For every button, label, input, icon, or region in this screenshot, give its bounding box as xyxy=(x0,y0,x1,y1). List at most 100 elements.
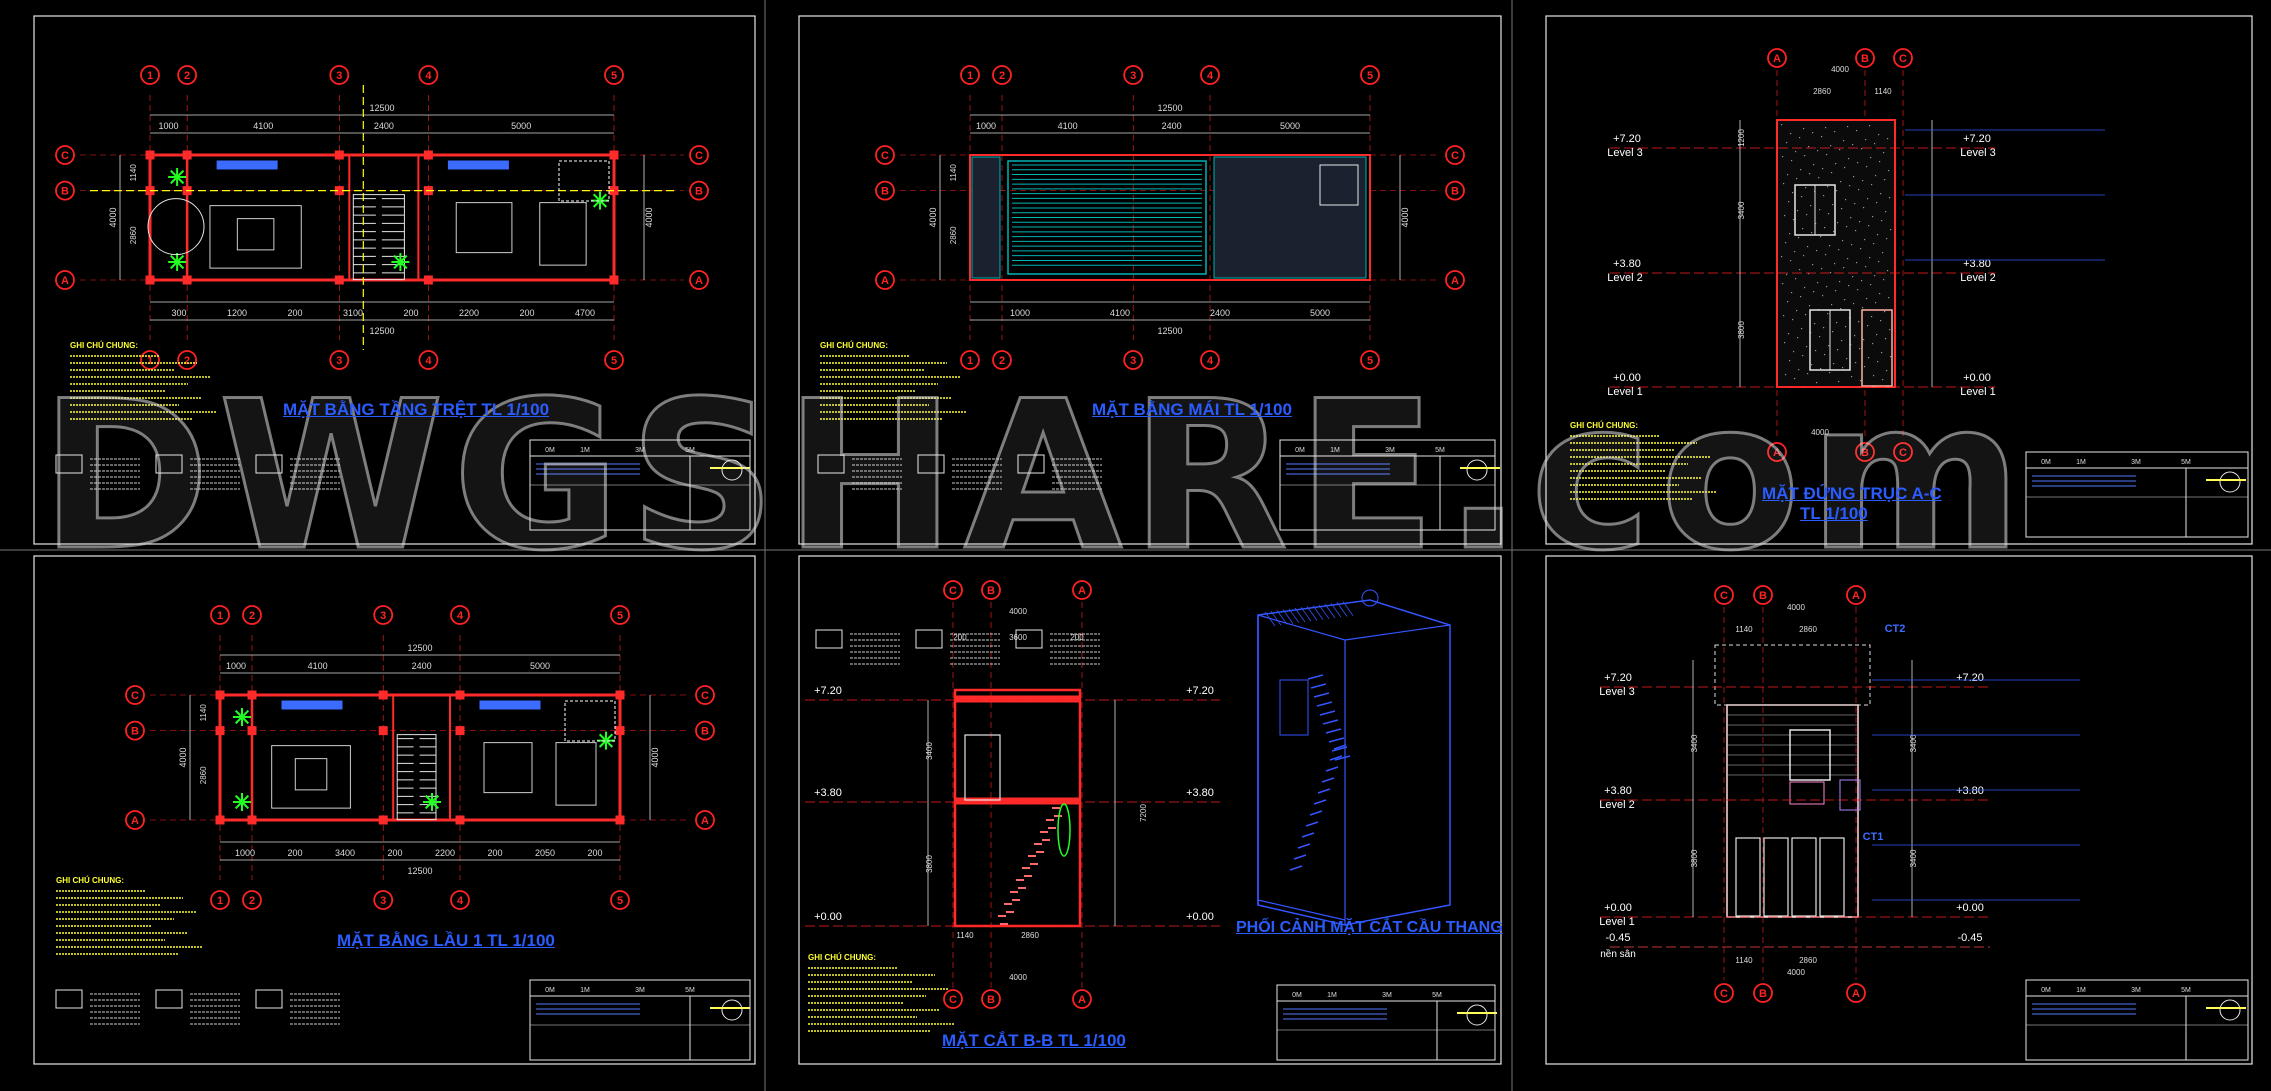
facade-texture-dot xyxy=(1829,372,1831,374)
facade-texture-dot xyxy=(1794,251,1796,253)
dimension-text: 200 xyxy=(587,848,602,858)
stair-outline xyxy=(396,734,437,821)
column xyxy=(334,275,344,285)
room-label-tag xyxy=(216,160,278,170)
facade-texture-dot xyxy=(1807,246,1809,248)
sheet-frames xyxy=(33,15,2253,1065)
scale-label: 1M xyxy=(2076,459,2086,466)
axis-bubble-bottom-2: 2 xyxy=(177,350,198,370)
dimension-text: 5000 xyxy=(1310,308,1330,318)
elevation-facade xyxy=(1776,119,1896,388)
frame-elevation xyxy=(1545,15,2253,545)
facade-texture-dot xyxy=(1847,126,1849,128)
facade-texture-dot xyxy=(1882,379,1884,381)
facade-texture-dot xyxy=(1788,333,1790,335)
facade-texture-dot xyxy=(1841,340,1843,342)
window xyxy=(1789,729,1831,781)
perspective-door xyxy=(1279,679,1309,736)
column xyxy=(378,726,388,736)
column xyxy=(423,150,433,160)
facade-texture-dot xyxy=(1809,305,1811,307)
perspective-stair-step xyxy=(1293,854,1307,860)
facade-texture-dot xyxy=(1786,274,1788,276)
axis-bubble-right-B: B xyxy=(689,180,709,201)
axis-bubble-right-B: B xyxy=(695,720,715,741)
plant-leaf xyxy=(605,733,614,742)
axis-label: 4 xyxy=(457,895,464,907)
axis-bubble-B: B xyxy=(981,989,1001,1009)
dashed-callout xyxy=(558,160,610,202)
roof-plan-notes: GHI CHÚ CHUNG: xyxy=(820,341,966,420)
scale-label: 5M xyxy=(2181,987,2191,994)
facade-texture-dot xyxy=(1861,280,1863,282)
dimension-text: 1200 xyxy=(227,308,247,318)
facade-texture-dot xyxy=(1842,367,1844,369)
legend-label-box xyxy=(815,629,843,649)
axis-label: 5 xyxy=(611,355,617,367)
section-notes: GHI CHÚ CHUNG: xyxy=(808,953,954,1032)
facade-texture-dot xyxy=(1840,181,1842,183)
dimension-text: 200 xyxy=(487,848,502,858)
facade-texture-dot xyxy=(1866,166,1868,168)
level-value: -0.45 xyxy=(1605,932,1630,944)
facade-texture-dot xyxy=(1789,233,1791,235)
facade-texture-dot xyxy=(1853,303,1855,305)
scale-label: 1M xyxy=(580,987,590,994)
dimension-text: 200 xyxy=(519,308,534,318)
axis-label: A xyxy=(1773,447,1781,459)
axis-bubble-left-C: C xyxy=(875,145,895,165)
legend-label-box xyxy=(917,454,945,474)
level-name: Level 3 xyxy=(1960,147,1995,159)
axis-bubble-right-C: C xyxy=(1445,145,1465,165)
column xyxy=(145,150,155,160)
dimension-text: 4000 xyxy=(1831,65,1849,74)
facade-texture-dot xyxy=(1885,211,1887,213)
facade-texture-dot xyxy=(1866,298,1868,300)
roof-plan-legend xyxy=(817,454,1102,490)
axis-label: 4 xyxy=(425,70,432,82)
dimension-text: 5000 xyxy=(530,661,550,671)
facade-texture-dot xyxy=(1802,355,1804,357)
facade-texture-dot xyxy=(1793,351,1795,353)
frame-elevation-2 xyxy=(1545,555,2253,1065)
facade-texture-dot xyxy=(1821,268,1823,270)
facade-texture-dot xyxy=(1783,183,1785,185)
roof-rafter xyxy=(1318,604,1330,620)
facade-texture-dot xyxy=(1819,336,1821,338)
facade-texture-dot xyxy=(1813,164,1815,166)
facade-texture-dot xyxy=(1801,196,1803,198)
frame-roof-plan xyxy=(798,15,1502,545)
axis-label: C xyxy=(131,690,139,702)
axis-label: 1 xyxy=(217,610,223,622)
axis-label: 2 xyxy=(184,70,190,82)
furniture-block xyxy=(455,202,513,254)
front-door-leaf xyxy=(1791,837,1817,917)
facade-texture-dot xyxy=(1800,169,1802,171)
facade-texture-dot xyxy=(1824,354,1826,356)
level-value: +0.00 xyxy=(1186,911,1214,923)
facade-texture-dot xyxy=(1874,143,1876,145)
level-name: Level 3 xyxy=(1599,686,1634,698)
axis-bubble-bottom-1: 1 xyxy=(960,350,980,370)
door-swing xyxy=(147,198,177,256)
facade-texture-dot xyxy=(1878,134,1880,136)
facade-texture-dot xyxy=(1857,289,1859,291)
facade-texture-dot xyxy=(1864,239,1866,241)
axis-bubble-bottom-1: 1 xyxy=(140,350,160,370)
axis-bubble-bottom-5: 5 xyxy=(610,890,630,910)
facade-texture-dot xyxy=(1822,168,1824,170)
facade-texture-dot xyxy=(1830,145,1832,147)
axis-label: 3 xyxy=(336,355,342,367)
facade-texture-dot xyxy=(1867,325,1869,327)
facade-texture-dot xyxy=(1825,127,1827,129)
facade-texture-dot xyxy=(1792,192,1794,194)
facade-texture-dot xyxy=(1790,133,1792,135)
legend-label-box xyxy=(155,454,183,474)
axis-label: A xyxy=(695,275,703,287)
facade-texture-dot xyxy=(1860,248,1862,250)
facade-texture-dot xyxy=(1865,266,1867,268)
level-value: +3.80 xyxy=(1186,787,1214,799)
axis-bubble-A: A xyxy=(1072,989,1092,1009)
